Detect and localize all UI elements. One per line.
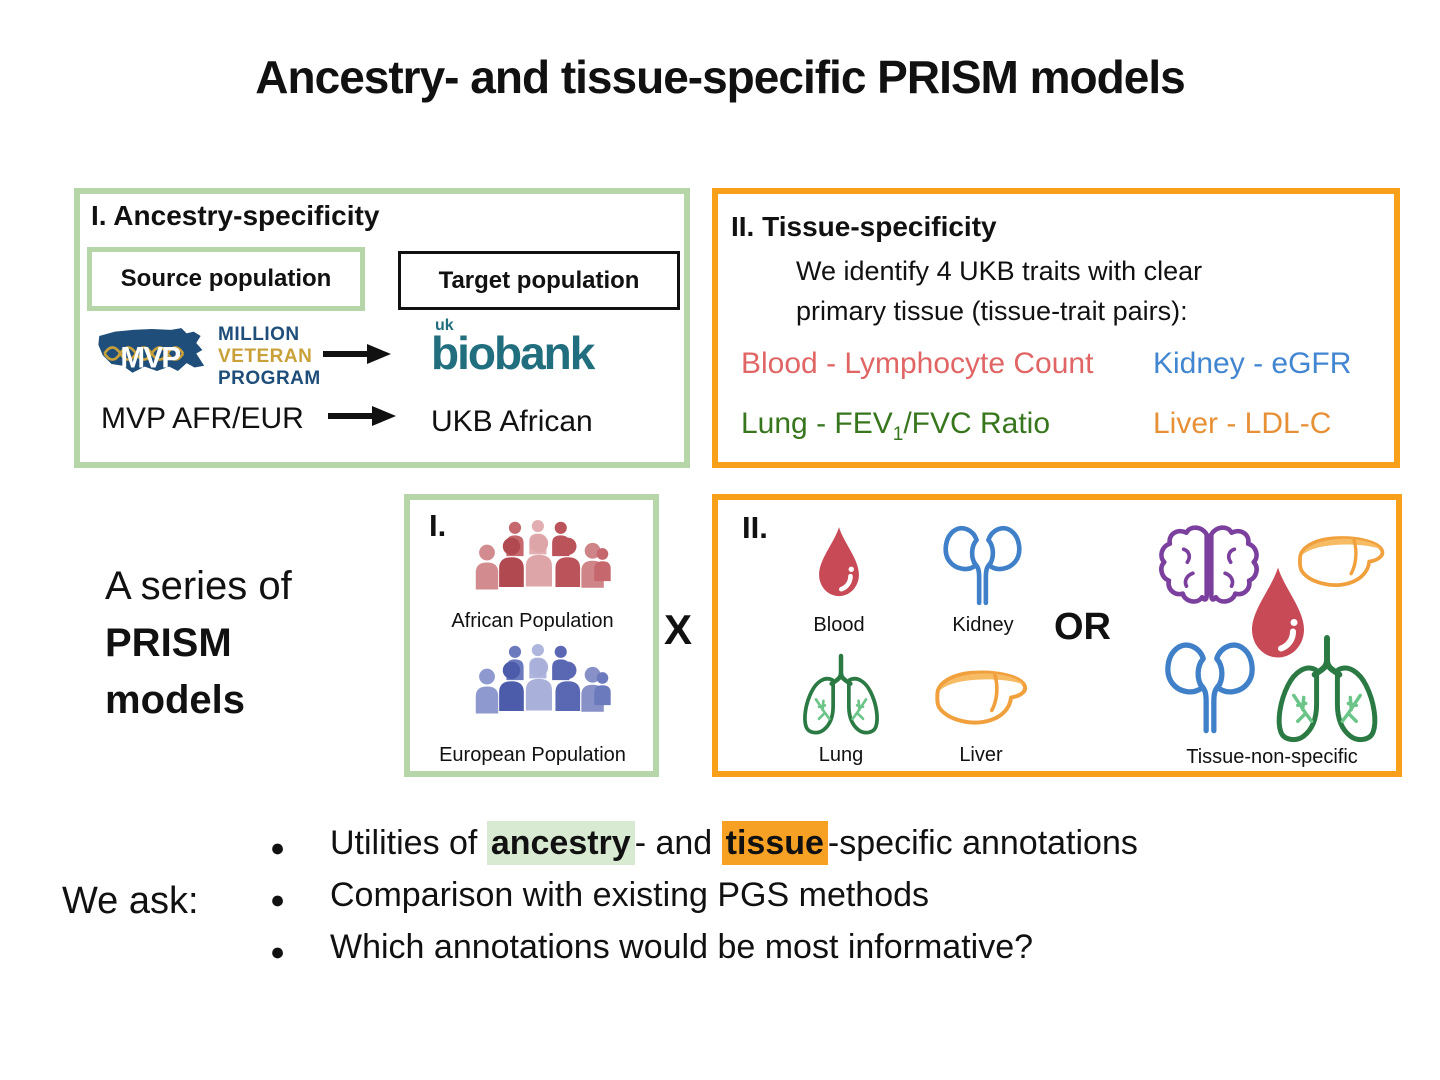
tissue-panel-description: We identify 4 UKB traits with clear prim…	[796, 251, 1202, 331]
pair-blood-lymphocyte: Blood - Lymphocyte Count	[741, 347, 1094, 380]
liver-label: Liver	[959, 744, 1003, 766]
cross-operator: X	[664, 606, 693, 653]
ukb-logo-name: biobank	[431, 327, 595, 379]
pair-kidney-egfr: Kidney - eGFR	[1153, 347, 1352, 380]
european-population-label: European Population	[439, 744, 626, 766]
or-operator: OR	[1054, 606, 1111, 648]
bullet-comparison-text: Comparison with existing PGS methods	[330, 876, 930, 914]
we-ask-prompt: We ask:	[62, 880, 199, 922]
blood-label: Blood	[813, 614, 865, 636]
organ-panel: II. Blood Kidney OR Lung Liver Tissue-no…	[712, 494, 1402, 777]
tissue-panel-heading: II. Tissue-specificity	[731, 211, 997, 242]
ancestry-specificity-panel: I. Ancestry-specificity Source populatio…	[74, 188, 690, 468]
liver-icon	[1298, 536, 1385, 587]
arrow-right-icon	[326, 405, 398, 427]
african-population-icon	[475, 520, 611, 590]
kidney-label: Kidney	[952, 614, 1014, 636]
european-population-icon	[475, 644, 611, 714]
series-line-2: PRISM	[105, 621, 232, 665]
bullet-utilities: ● Utilities of ancestry- and tissue-spec…	[270, 821, 1138, 876]
description-line-1: We identify 4 UKB traits with clear	[796, 256, 1203, 286]
uk-biobank-logo: uk biobank	[431, 317, 595, 379]
mvp-logo-text: MILLION VETERAN PROGRAM	[218, 324, 321, 390]
bullet-dot: ●	[270, 886, 286, 914]
lung-label: Lung	[818, 744, 864, 766]
source-population-box: Source population	[87, 247, 365, 311]
kidney-icon	[1162, 630, 1258, 740]
organ-panel-numeral: II.	[742, 510, 768, 545]
pair-liver-ldlc: Liver - LDL-C	[1153, 407, 1332, 440]
pair-lung-fev1fvc: Lung - FEV1/FVC Ratio	[741, 407, 1051, 445]
series-label: A series of PRISM models	[105, 558, 292, 729]
bullet-informative: ● Which annotations would be most inform…	[270, 928, 1138, 980]
tissue-highlight: tissue	[721, 821, 828, 865]
tissue-non-specific-cluster	[1146, 508, 1398, 746]
usa-map-icon: MVP	[98, 328, 205, 374]
ancestry-highlight: ancestry	[486, 821, 635, 865]
population-panel: I. African Population European Populatio…	[404, 494, 659, 777]
liver-icon	[935, 670, 1028, 725]
slide-title: Ancestry- and tissue-specific PRISM mode…	[255, 51, 1185, 103]
bullet-dot: ●	[270, 834, 286, 862]
mvp-acronym: MVP	[120, 341, 180, 374]
series-line-1: A series of	[105, 564, 292, 608]
african-population-label: African Population	[451, 610, 614, 632]
tissue-non-specific-label: Tissue-non-specific	[1186, 746, 1358, 768]
target-population-box: Target population	[398, 251, 680, 310]
target-population-label: Target population	[438, 266, 640, 294]
source-population-label: Source population	[120, 265, 332, 292]
description-line-2: primary tissue (tissue-trait pairs):	[796, 296, 1188, 326]
kidney-icon	[936, 519, 1029, 607]
lungs-icon	[798, 650, 884, 742]
mvp-word-program: PROGRAM	[218, 368, 321, 389]
mvp-logo: MVP MILLION VETERAN PROGRAM	[94, 322, 321, 392]
population-panel-numeral: I.	[429, 508, 447, 543]
mvp-word-veteran: VETERAN	[218, 346, 313, 367]
bullet-utilities-text: Utilities of ancestry- and tissue-specif…	[330, 821, 1138, 865]
question-list: ● Utilities of ancestry- and tissue-spec…	[270, 821, 1138, 980]
series-line-3: models	[105, 678, 246, 722]
arrow-right-icon	[321, 343, 393, 365]
target-caption: UKB African	[431, 405, 593, 438]
ukb-logo-prefix: uk	[435, 317, 454, 334]
source-caption: MVP AFR/EUR	[101, 402, 304, 435]
bullet-comparison: ● Comparison with existing PGS methods	[270, 876, 1138, 928]
bullet-dot: ●	[270, 938, 286, 966]
brain-icon	[1156, 520, 1262, 620]
tissue-specificity-panel: II. Tissue-specificity We identify 4 UKB…	[712, 188, 1400, 468]
ancestry-panel-heading: I. Ancestry-specificity	[91, 200, 380, 231]
bullet-informative-text: Which annotations would be most informat…	[330, 928, 1034, 966]
mvp-word-million: MILLION	[218, 324, 300, 345]
blood-drop-icon	[816, 519, 862, 605]
lungs-icon	[1268, 634, 1386, 748]
